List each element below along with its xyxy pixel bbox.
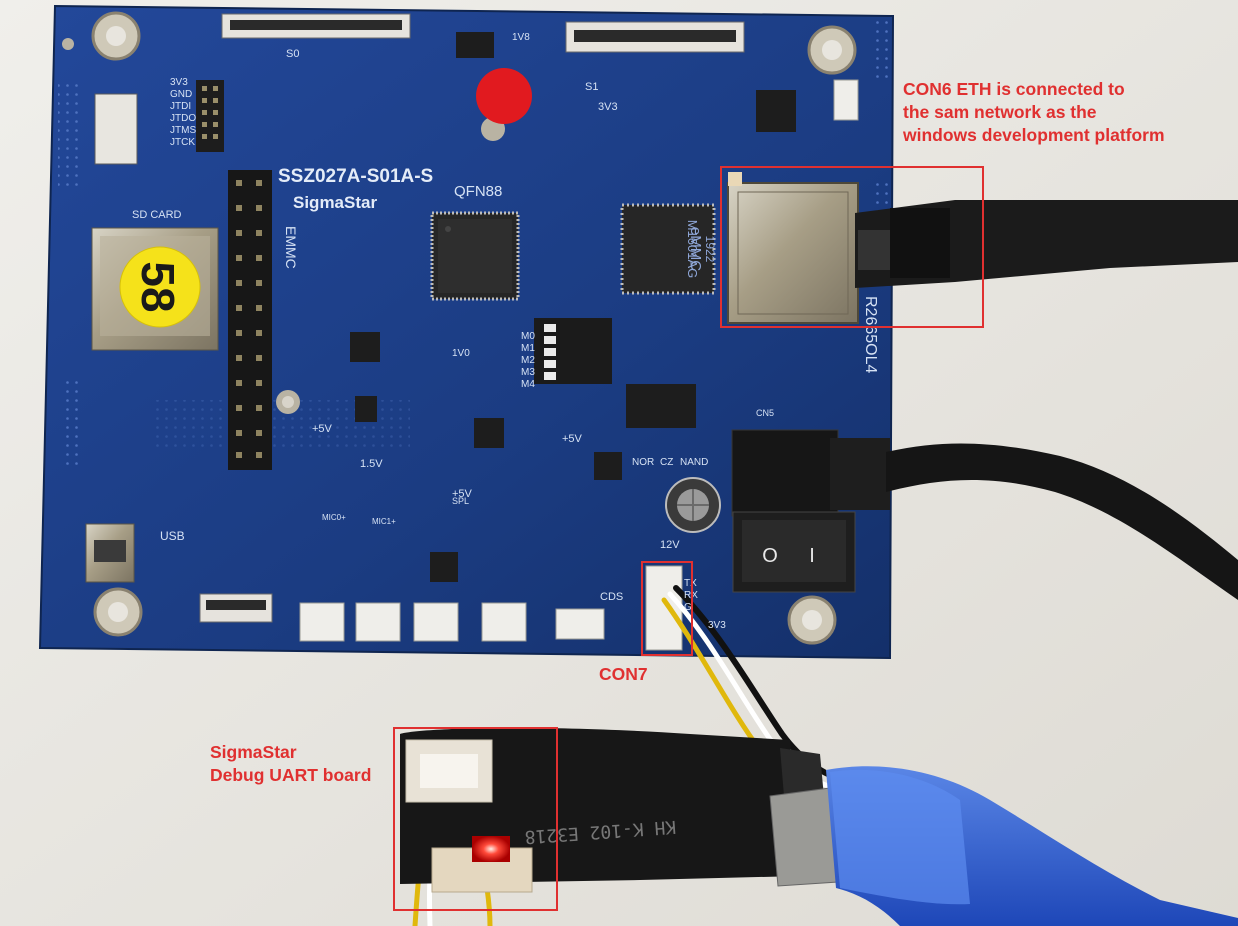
sd-card-slot: 58 — [91, 227, 219, 351]
svg-text:JTMS: JTMS — [170, 125, 196, 136]
side-code: R2665OL4 — [862, 296, 879, 373]
eth-callout-label: CON6 ETH is connected to the sam network… — [903, 79, 1165, 145]
jtag-header — [196, 80, 224, 152]
con7-callout-label: CON7 — [599, 664, 648, 684]
svg-text:NOR: NOR — [632, 457, 654, 468]
number-sticker — [119, 246, 201, 328]
svg-text:G: G — [684, 602, 692, 613]
svg-text:S0: S0 — [286, 48, 299, 60]
fpc-connectors — [94, 13, 745, 623]
svg-text:I: I — [809, 545, 815, 567]
svg-text:M1601AG: M1601AG — [685, 220, 700, 279]
emmc-chip: eMMC M1601AG 1922 — [620, 203, 717, 295]
svg-text:CDS: CDS — [600, 591, 623, 603]
ethernet-port — [727, 172, 859, 324]
red-dot — [476, 68, 532, 124]
dc-power-jack — [731, 429, 1238, 600]
svg-text:CZ: CZ — [660, 457, 673, 468]
con7-callout-box — [641, 561, 693, 656]
uart-callout-label: SigmaStar Debug UART board — [210, 742, 372, 785]
svg-text:+5V: +5V — [452, 488, 473, 500]
svg-text:1922: 1922 — [703, 236, 717, 263]
svg-text:CN5: CN5 — [756, 408, 774, 418]
small-chips — [350, 32, 796, 582]
svg-text:1V8: 1V8 — [512, 32, 530, 43]
usb-label: USB — [160, 529, 185, 543]
svg-text:3V3: 3V3 — [598, 101, 618, 113]
usb-cable — [769, 766, 1238, 926]
svg-text:NAND: NAND — [680, 457, 708, 468]
svg-text:+5V: +5V — [562, 433, 583, 445]
svg-text:SPL: SPL — [452, 496, 469, 506]
svg-text:JTDI: JTDI — [170, 101, 191, 112]
uart-callout-box — [393, 727, 558, 911]
svg-text:eMMC: eMMC — [687, 227, 704, 271]
sd-card-label: SD CARD — [132, 209, 182, 221]
svg-text:3V3: 3V3 — [170, 77, 188, 88]
svg-text:+5V: +5V — [312, 423, 333, 435]
svg-text:M2: M2 — [521, 355, 535, 366]
svg-text:JTDO: JTDO — [170, 113, 196, 124]
electrolytic-capacitor — [665, 477, 721, 533]
svg-text:M3: M3 — [521, 367, 535, 378]
svg-text:O: O — [762, 545, 778, 567]
svg-text:M4: M4 — [521, 379, 535, 390]
svg-text:S1: S1 — [585, 81, 598, 93]
eth-callout-box — [720, 166, 984, 328]
svg-text:TX: TX — [684, 578, 697, 589]
svg-text:JTCK: JTCK — [170, 137, 195, 148]
svg-text:3V3: 3V3 — [708, 620, 726, 631]
jst-connectors — [299, 79, 859, 651]
power-switch: O I — [732, 511, 856, 593]
svg-text:GND: GND — [170, 89, 192, 100]
gpio-header — [228, 170, 272, 470]
board-model: SSZ027A-S01A-S — [278, 166, 433, 187]
silkscreen: SSZ027A-S01A-S SigmaStar QFN88 SD CARD E… — [132, 32, 879, 631]
ethernet-cable — [855, 200, 1238, 288]
soc-chip — [430, 211, 520, 301]
svg-text:MIC1+: MIC1+ — [372, 517, 396, 526]
svg-text:12V: 12V — [660, 539, 680, 551]
emmc-label: EMMC — [283, 226, 299, 269]
micro-usb-port — [85, 523, 135, 583]
svg-text:MIC0+: MIC0+ — [322, 513, 346, 522]
soc-package: QFN88 — [454, 183, 502, 200]
dip-switch — [534, 318, 612, 384]
svg-text:1V0: 1V0 — [452, 348, 470, 359]
sticker-number: 58 — [132, 261, 184, 312]
svg-text:1.5V: 1.5V — [360, 458, 383, 470]
svg-text:M1: M1 — [521, 343, 535, 354]
board-brand: SigmaStar — [293, 193, 377, 212]
svg-text:M0: M0 — [521, 331, 535, 342]
mounting-holes — [62, 11, 857, 645]
